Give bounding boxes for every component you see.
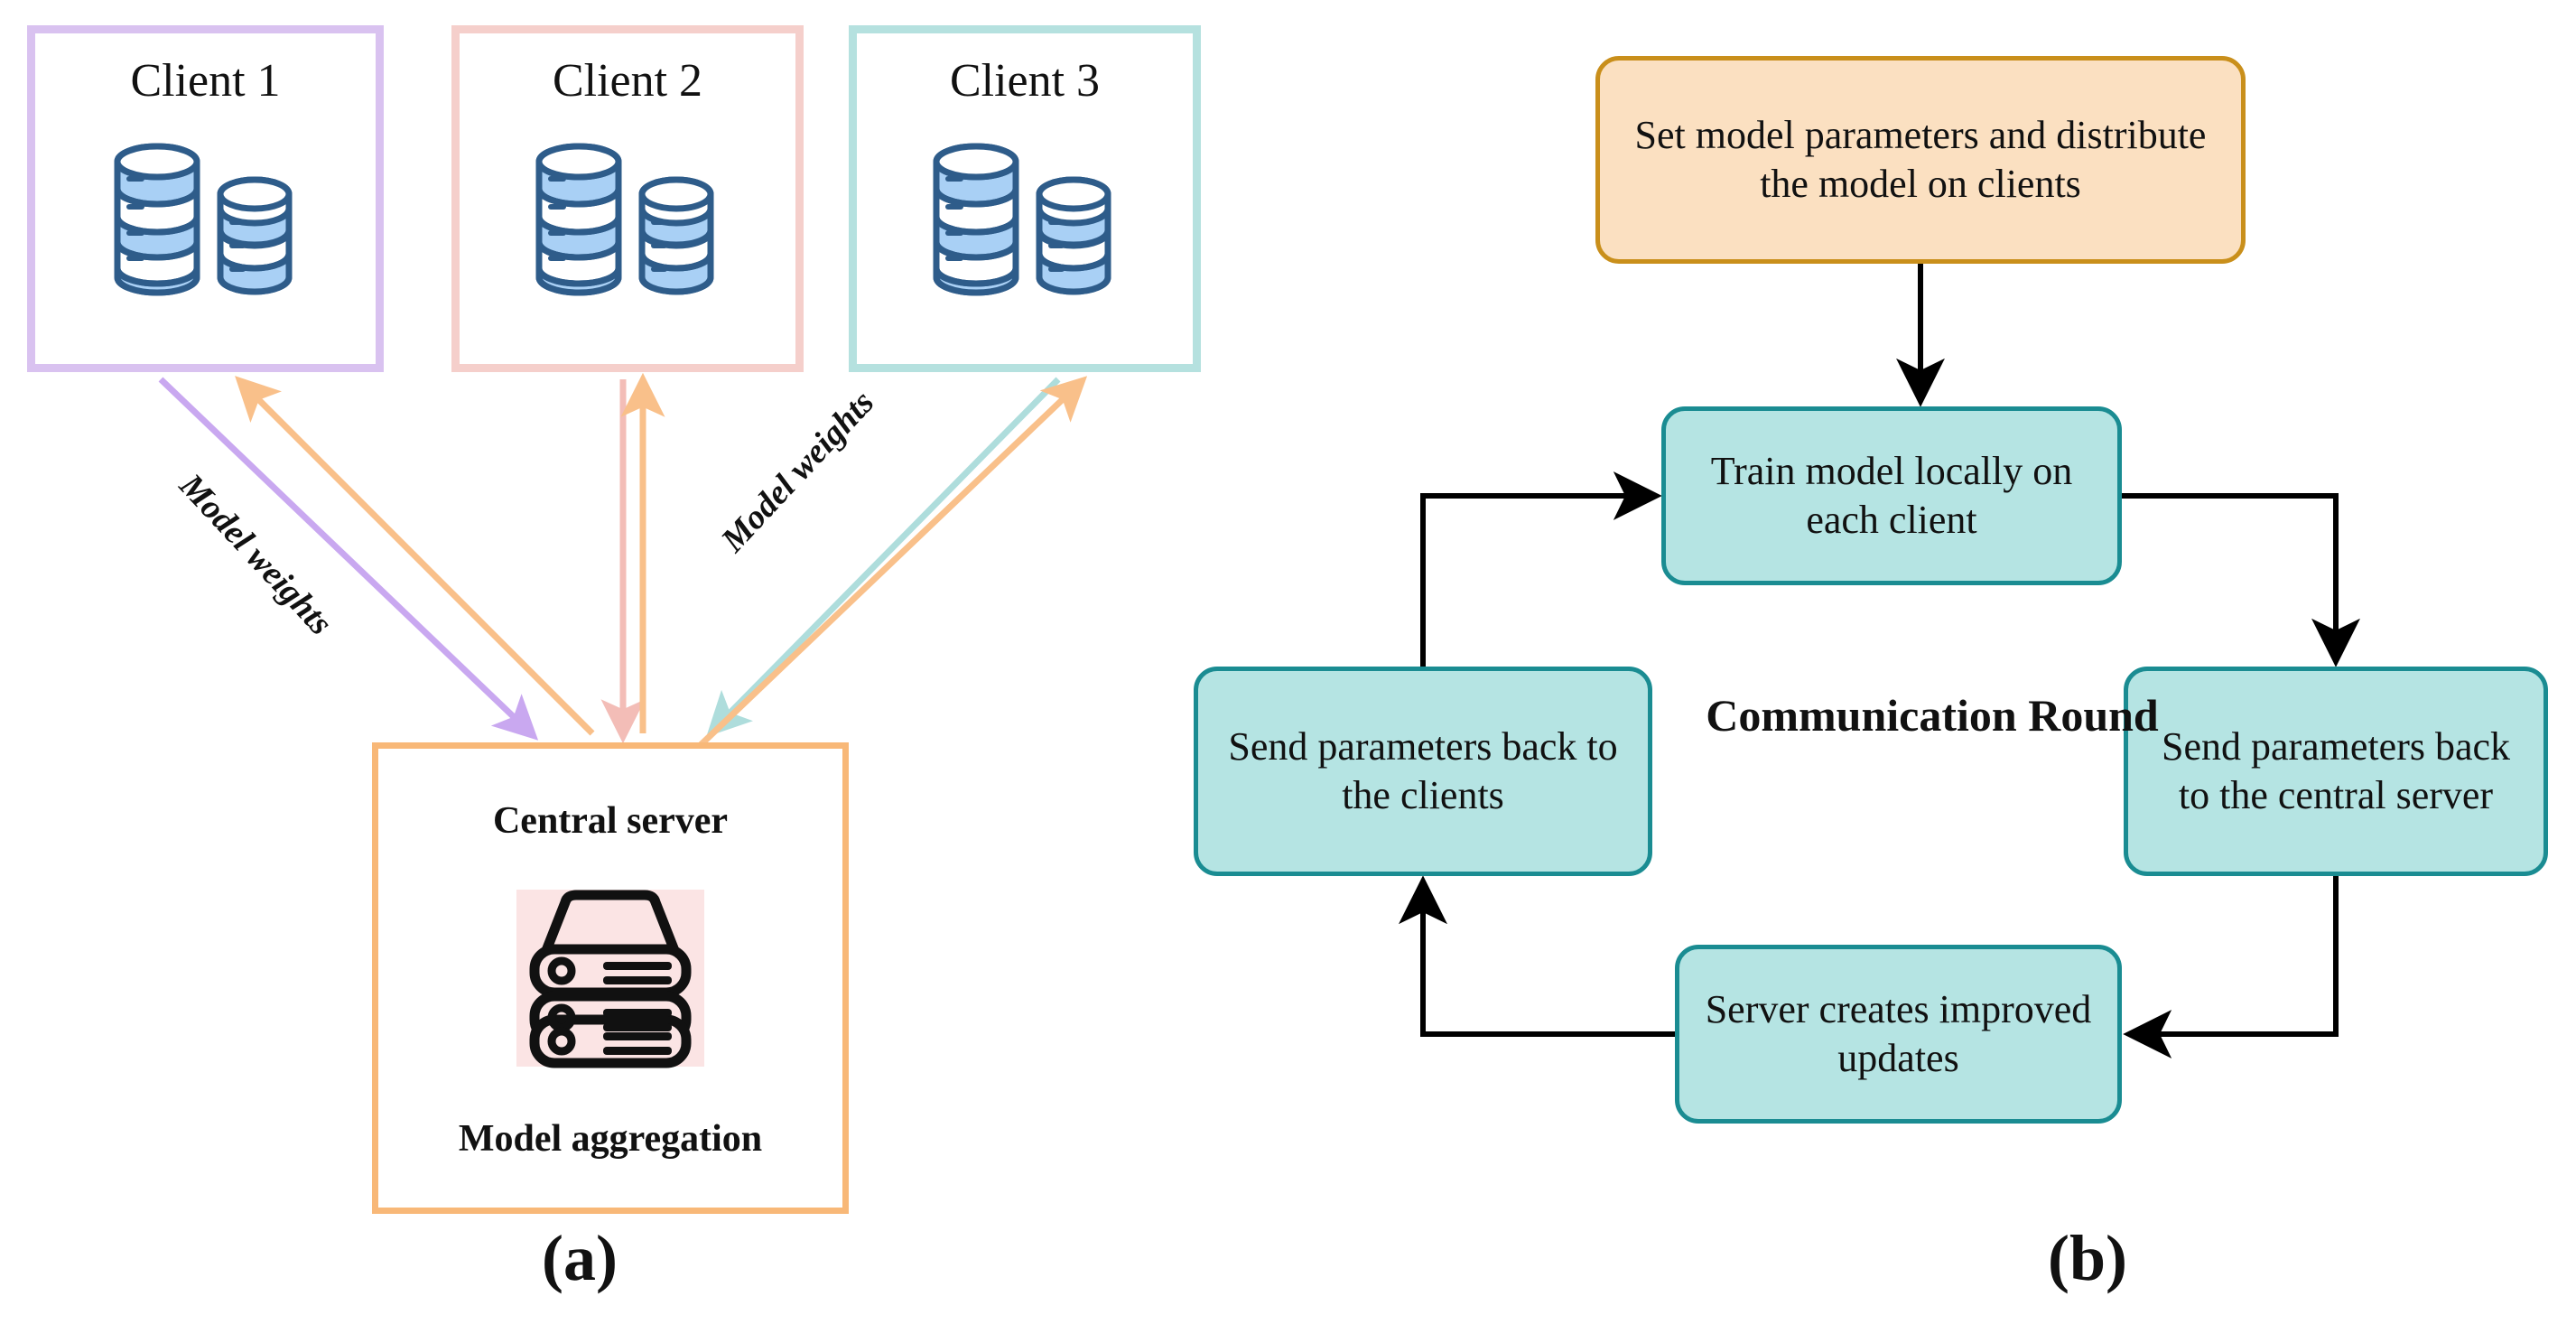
database-stack-icon	[857, 140, 1193, 312]
server-rack-icon	[378, 882, 842, 1074]
flow-node-train-model-locally[interactable]: Train model locally on each client	[1661, 406, 2122, 585]
arrow-client1-to-server	[158, 377, 539, 741]
caption-a: (a)	[542, 1222, 618, 1294]
database-stack-icon	[460, 140, 795, 312]
edge-label-model-weights-right: Model weights	[713, 383, 882, 560]
connector-train-to-send-server	[2122, 493, 2360, 667]
client-title-2: Client 2	[552, 55, 703, 107]
central-server-box: Central server	[372, 742, 849, 1214]
client-box-3: Client 3	[849, 25, 1201, 372]
arrow-server-to-client1	[235, 376, 595, 736]
connector-send-clients-to-train	[1420, 471, 1662, 667]
communication-round-label: Communication Round	[1706, 690, 2159, 741]
connector-updates-to-send-clients	[1399, 875, 1675, 1037]
flow-node-server-creates-updates[interactable]: Server creates improved updates	[1675, 945, 2122, 1124]
edge-label-model-weights-left: Model weights	[172, 466, 340, 643]
flow-node-send-parameters-to-server[interactable]: Send parameters back to the central serv…	[2124, 667, 2548, 876]
arrow-server-to-client3	[684, 376, 1088, 761]
model-aggregation-label: Model aggregation	[458, 1118, 763, 1160]
client-title-3: Client 3	[949, 55, 1101, 107]
caption-b: (b)	[2048, 1222, 2127, 1294]
connector-send-server-to-updates	[2123, 876, 2339, 1059]
arrow-client3-to-server	[706, 377, 1061, 737]
client-box-1: Client 1	[27, 25, 384, 372]
flow-node-send-parameters-to-clients[interactable]: Send parameters back to the clients	[1194, 667, 1652, 876]
central-server-title: Central server	[492, 800, 729, 842]
database-stack-icon	[35, 140, 376, 312]
client-box-2: Client 2	[451, 25, 804, 372]
flow-node-set-model-parameters[interactable]: Set model parameters and distribute the …	[1595, 56, 2246, 264]
client-title-1: Client 1	[130, 55, 281, 107]
